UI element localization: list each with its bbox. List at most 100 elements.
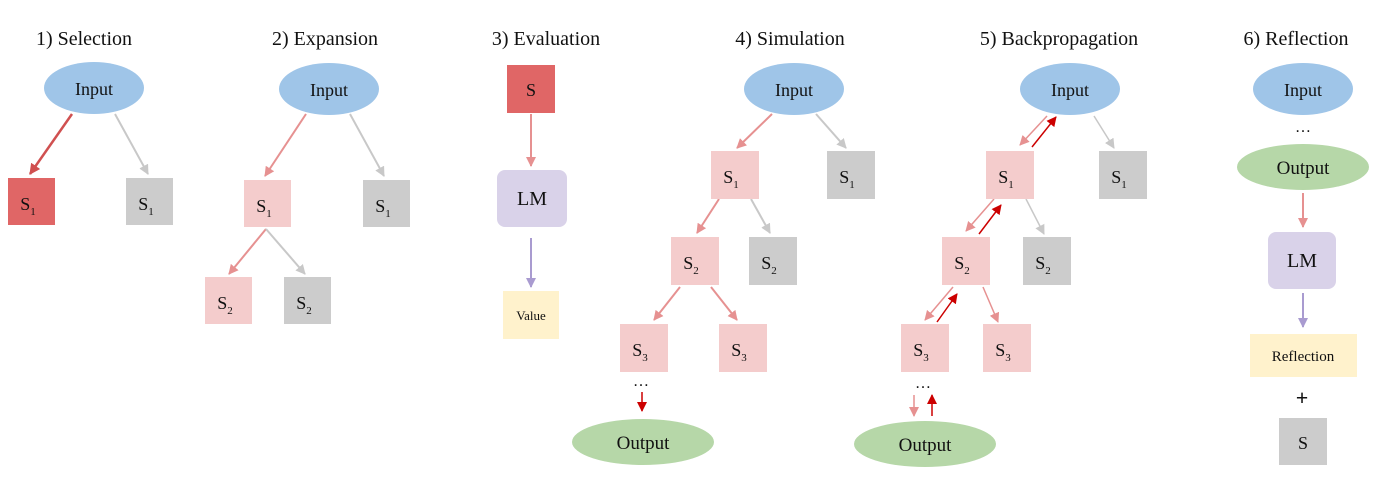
arrow-unexplored xyxy=(349,113,385,177)
state-node-unexplored xyxy=(1099,151,1147,199)
state-node-path xyxy=(711,151,759,199)
state-node-path xyxy=(671,237,719,285)
state-label: S2 xyxy=(296,293,312,317)
panel-title: 4) Simulation xyxy=(735,28,844,50)
panel-reflection: 6) Reflection Input … Output LM Reflecti… xyxy=(1237,28,1369,465)
node-label: Output xyxy=(617,433,671,454)
value-label: Value xyxy=(516,308,546,323)
ellipsis: … xyxy=(633,373,649,390)
arrow-path xyxy=(264,113,307,177)
state-node-path xyxy=(986,151,1034,199)
ellipsis: … xyxy=(915,375,931,392)
state-label: S3 xyxy=(913,340,929,364)
state-node-unexplored xyxy=(749,237,797,285)
state-label: S xyxy=(1298,433,1308,453)
state-label: S1 xyxy=(375,196,391,220)
panel-selection: 1) Selection Input S1 S1 xyxy=(8,28,173,225)
arrow-unexplored xyxy=(1093,115,1115,149)
state-label: S1 xyxy=(20,194,36,218)
arrow-unexplored xyxy=(815,113,847,149)
panel-title: 6) Reflection xyxy=(1244,28,1349,50)
reflection-label: Reflection xyxy=(1272,349,1335,365)
node-label: Input xyxy=(1051,80,1089,100)
state-node-unexplored xyxy=(1023,237,1071,285)
arrow-path xyxy=(965,198,995,232)
state-label: S1 xyxy=(998,167,1014,191)
node-label: Output xyxy=(1277,158,1331,179)
state-node-expanded xyxy=(205,277,252,324)
input-node xyxy=(44,62,144,114)
state-label: S2 xyxy=(217,293,233,317)
state-label: S1 xyxy=(723,167,739,191)
output-node xyxy=(854,421,996,467)
state-label: S1 xyxy=(1111,167,1127,191)
node-label: Input xyxy=(775,80,813,100)
state-node-path xyxy=(942,237,990,285)
arrow-backprop xyxy=(1031,116,1057,148)
arrow-path xyxy=(696,198,720,234)
lm-label: LM xyxy=(517,188,547,210)
arrow-backprop xyxy=(936,293,958,323)
panel-title: 2) Expansion xyxy=(272,28,378,50)
panel-backpropagation: 5) Backpropagation Input S1 S1 S2 S2 S3 … xyxy=(854,28,1147,467)
state-label: S2 xyxy=(683,253,699,277)
state-node-path xyxy=(244,180,291,227)
output-node xyxy=(572,419,714,465)
panel-evaluation: 3) Evaluation S LM Value xyxy=(492,28,600,339)
state-node-path xyxy=(620,324,668,372)
state-label: S3 xyxy=(995,340,1011,364)
state-label: S2 xyxy=(1035,253,1051,277)
panel-title: 3) Evaluation xyxy=(492,28,600,50)
input-node xyxy=(1253,63,1353,115)
arrow-selection xyxy=(28,113,74,175)
arrow-path xyxy=(710,286,738,321)
arrow-path xyxy=(736,113,773,149)
node-label: Output xyxy=(899,435,953,456)
state-node-path xyxy=(983,324,1031,372)
node-label: Input xyxy=(1284,80,1322,100)
state-node-path xyxy=(719,324,767,372)
value-node xyxy=(503,291,559,339)
panel-title: 1) Selection xyxy=(36,28,132,50)
state-node-unexplored xyxy=(363,180,410,227)
plus-sign: + xyxy=(1296,385,1309,410)
output-node xyxy=(1237,144,1369,190)
arrow-path xyxy=(228,228,267,275)
state-label: S3 xyxy=(632,340,648,364)
panel-expansion: 2) Expansion Input S1 S1 S2 S2 xyxy=(205,28,410,324)
arrow-backprop xyxy=(978,204,1002,235)
node-label: Input xyxy=(310,80,348,100)
arrow-path xyxy=(924,286,954,321)
input-node xyxy=(279,63,379,115)
state-label: S xyxy=(526,80,536,100)
arrow-unexplored xyxy=(114,113,149,175)
lm-node xyxy=(497,170,567,227)
lm-label: LM xyxy=(1287,250,1317,272)
arrow-path xyxy=(1019,115,1048,146)
arrow-unexplored xyxy=(265,228,306,275)
state-label: S1 xyxy=(138,194,154,218)
arrow-unexplored xyxy=(750,198,771,234)
state-node-selected xyxy=(8,178,55,225)
arrow-unexplored xyxy=(1025,198,1045,235)
state-label: S1 xyxy=(256,196,272,220)
state-node-unexplored xyxy=(126,178,173,225)
ellipsis: … xyxy=(1295,119,1311,136)
state-label: S3 xyxy=(731,340,747,364)
state-label: S1 xyxy=(839,167,855,191)
state-label: S2 xyxy=(761,253,777,277)
input-node xyxy=(744,63,844,115)
input-node xyxy=(1020,63,1120,115)
panel-title: 5) Backpropagation xyxy=(980,28,1138,50)
state-node-unexplored xyxy=(284,277,331,324)
panel-simulation: 4) Simulation Input S1 S1 S2 S2 S3 S3 … … xyxy=(572,28,875,465)
state-node-unexplored xyxy=(827,151,875,199)
arrow-path xyxy=(653,286,681,321)
state-node xyxy=(1279,418,1327,465)
arrow-path xyxy=(982,286,1000,323)
state-label: S2 xyxy=(954,253,970,277)
reflection-node xyxy=(1250,334,1357,377)
node-label: Input xyxy=(75,79,113,99)
state-node-path xyxy=(901,324,949,372)
lm-node xyxy=(1268,232,1336,289)
